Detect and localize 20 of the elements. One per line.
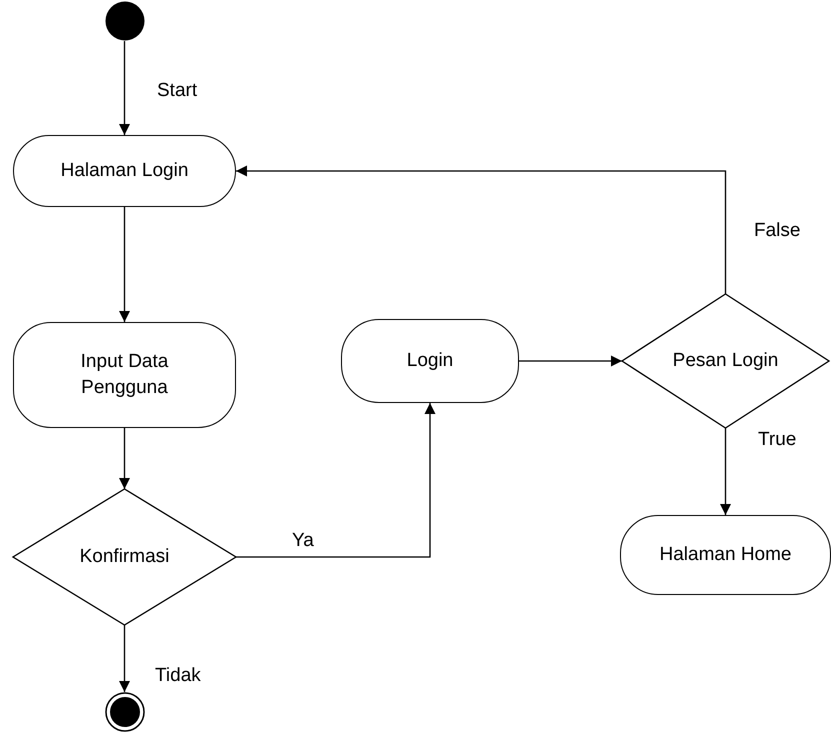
node-label: Konfirmasi [78,545,170,570]
activity-box [13,322,236,428]
start-node [104,1,144,41]
decision-diamond [13,489,236,625]
end-node [104,692,144,732]
decision-diamond [622,294,829,428]
node-label: Login [406,349,454,374]
node-label: Pesan Login [672,349,780,374]
arrow [236,403,436,558]
arrow [119,625,130,692]
arrow [519,356,622,366]
node-label: Halaman Login [60,159,190,184]
arrow [119,207,130,322]
arrow [119,428,130,489]
arrow [236,166,726,294]
activity-box [620,515,831,595]
node-label: Input Data Pengguna [80,350,170,400]
arrow [119,41,130,135]
arrow [720,428,731,515]
node-label: Halaman Home [658,543,792,568]
